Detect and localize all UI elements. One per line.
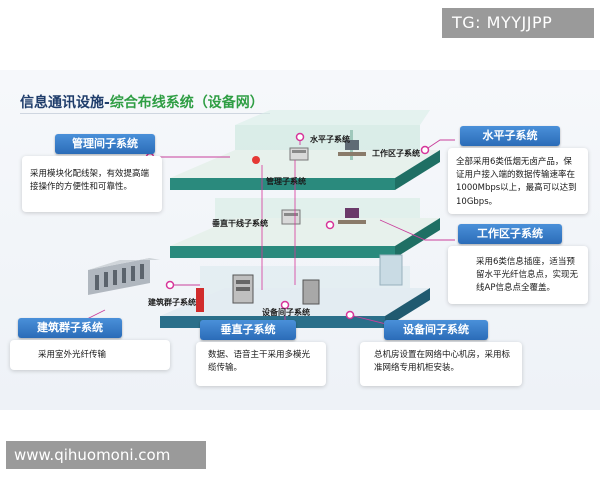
callout-equipment-title: 设备间子系统 <box>384 320 488 340</box>
watermark-top: TG: MYYJJPP <box>442 8 594 38</box>
patch-panel-middle <box>281 209 301 225</box>
vertical-cabling <box>261 160 296 290</box>
label-management: 管理子系统 <box>266 177 306 186</box>
callout-vertical-title: 垂直子系统 <box>200 320 296 340</box>
building-complex-icon <box>88 258 160 295</box>
fire-extinguisher-icon <box>196 288 204 312</box>
connector-lines <box>74 135 455 331</box>
floor-slab-2 <box>170 218 440 258</box>
callout-management-body: 采用模块化配线架，有效提高端接操作的方便性和可靠性。 <box>22 156 162 212</box>
callout-management-title: 管理间子系统 <box>55 134 155 154</box>
wireless-ap-icon <box>252 156 260 164</box>
callout-vertical-body: 数据、语音主干采用多模光缆传输。 <box>196 342 326 386</box>
title-prefix: 信息通讯设施- <box>20 95 110 111</box>
building-diagram <box>70 110 455 331</box>
watermark-bottom: www.qihuomoni.com <box>6 441 206 469</box>
callout-building-title: 建筑群子系统 <box>18 318 122 338</box>
slide-title: 信息通讯设施-综合布线系统（设备网） <box>20 92 264 112</box>
patch-panel-top <box>289 147 309 161</box>
top-floor <box>235 110 430 158</box>
server-rack <box>302 279 320 305</box>
callout-building-body: 采用室外光纤传输 <box>10 340 170 370</box>
label-building: 建筑群子系统 <box>148 298 196 307</box>
title-divider <box>20 113 270 114</box>
label-horizontal: 水平子系统 <box>310 135 350 144</box>
callout-work-area-body: 采用6类信息插座，适当预留水平光纤信息点，实现无线AP信息点全覆盖。 <box>448 246 588 304</box>
title-highlight: 综合布线系统（设备网） <box>109 95 264 111</box>
workstation-middle <box>338 208 366 224</box>
label-vertical-trunk: 垂直干线子系统 <box>212 219 268 228</box>
callout-work-area-title: 工作区子系统 <box>458 224 562 244</box>
callout-horizontal-title: 水平子系统 <box>460 126 560 146</box>
label-equipment: 设备间子系统 <box>262 308 310 317</box>
floor-slab-3 <box>170 150 440 190</box>
equipment-rack <box>232 274 254 304</box>
callout-horizontal-body: 全部采用6类低烟无卤产品，保证用户接入端的数据传输速率在1000Mbps以上，最… <box>448 148 588 214</box>
door <box>379 254 403 286</box>
callout-equipment-body: 总机房设置在网络中心机房，采用标准网络专用机柜安装。 <box>360 342 522 386</box>
workstation-top <box>338 140 366 156</box>
label-work-area: 工作区子系统 <box>372 149 420 158</box>
